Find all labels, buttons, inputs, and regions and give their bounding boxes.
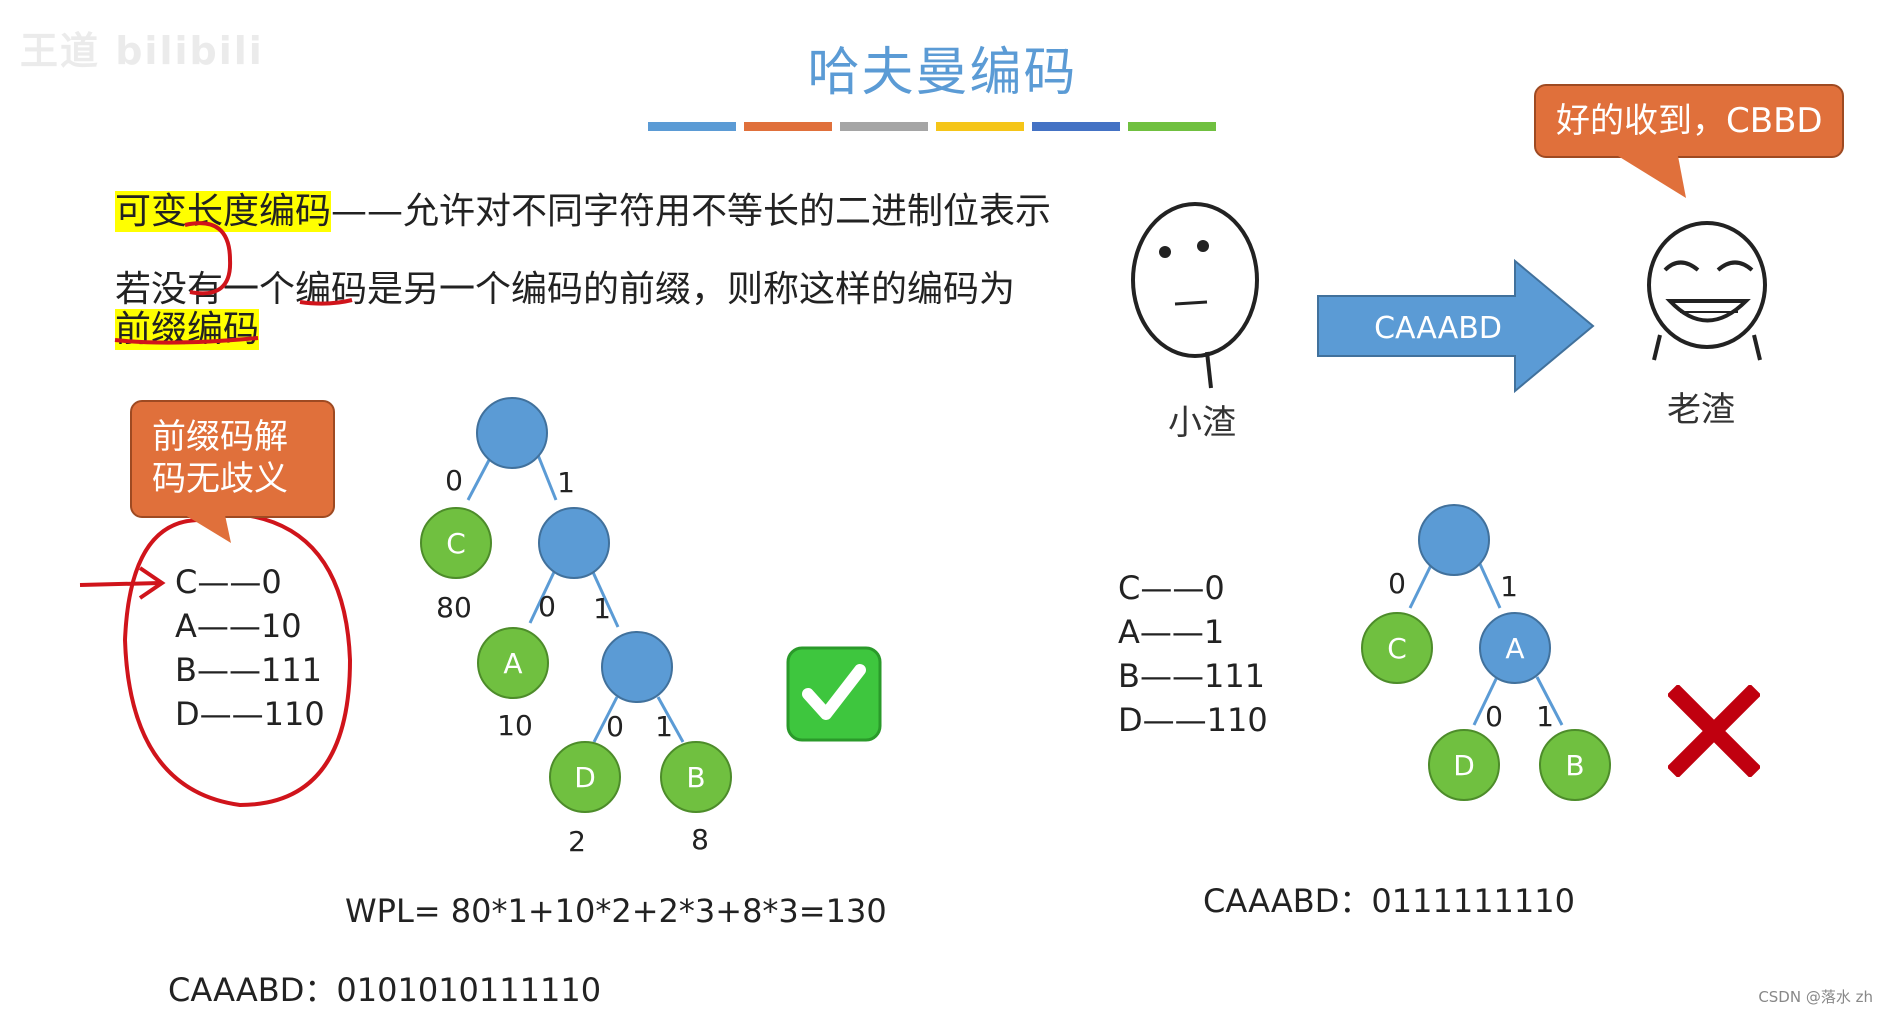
right-edge-a-b	[1535, 676, 1564, 726]
left-edge-n2-n4	[590, 569, 620, 628]
right-node-c	[1361, 612, 1433, 684]
bubble-left-line2: 码无歧义	[152, 459, 288, 499]
left-edge-label-1a: 1	[557, 466, 575, 499]
left-weight-a: 10	[497, 709, 533, 742]
divider-seg-1	[648, 122, 736, 131]
divider-seg-2	[744, 122, 832, 131]
right-node-c-label: C	[1387, 632, 1407, 665]
right-edge-a-d	[1472, 676, 1499, 726]
prefix-def-line: 若没有一个编码是另一个编码的前缀，则称这样的编码为	[115, 269, 1016, 310]
bubble-left-line1: 前缀码解	[152, 417, 288, 457]
right-edge-label-0b: 0	[1485, 700, 1503, 733]
bubble-left-tail	[185, 515, 231, 543]
divider-seg-4	[936, 122, 1024, 131]
left-node-c-label: C	[446, 527, 466, 560]
left-node-a-label: A	[503, 647, 522, 680]
right-node-root	[1418, 504, 1490, 576]
circle-mark-meiyou	[184, 221, 233, 296]
right-code-list: C——0 A——1 B——111 D——110	[1118, 566, 1268, 742]
page-title: 哈夫曼编码	[807, 43, 1078, 103]
circle-codes	[122, 513, 353, 808]
left-code-c: C——0	[175, 563, 282, 601]
right-node-d	[1428, 729, 1500, 801]
bubble-right-tail	[1618, 156, 1686, 198]
left-code-d: D——110	[175, 695, 325, 733]
receiver-face-icon	[1647, 221, 1767, 361]
arrow-text: CAAABD	[1374, 311, 1502, 346]
left-edge-label-0c: 0	[606, 710, 624, 743]
underline-prefix-term	[114, 336, 259, 345]
divider-seg-3	[840, 122, 928, 131]
right-node-a-label: A	[1505, 632, 1524, 665]
sender-label: 小渣	[1168, 403, 1236, 443]
right-code-b: B——111	[1118, 657, 1266, 695]
left-code-list: C——0 A——10 B——111 D——110	[175, 560, 325, 736]
transmit-arrow: CAAABD	[1317, 258, 1595, 394]
right-code-d: D——110	[1118, 701, 1268, 739]
left-weight-d: 2	[568, 825, 586, 858]
definition-line: 可变长度编码——允许对不同字符用不等长的二进制位表示	[115, 182, 1051, 234]
left-code-b: B——111	[175, 651, 323, 689]
definition-term: 可变长度编码	[115, 191, 332, 232]
left-edge-n4-b	[656, 696, 685, 743]
left-edge-n4-d	[592, 696, 619, 743]
left-encoding: CAAABD：0101010111110	[168, 971, 602, 1009]
underline-bianma	[299, 298, 353, 306]
left-edge-label-1b: 1	[593, 592, 611, 625]
bubble-prefix-unambiguous: 前缀码解 码无歧义	[130, 400, 335, 518]
right-edge-label-1a: 1	[1500, 570, 1518, 603]
divider-seg-6	[1128, 122, 1216, 131]
check-icon	[786, 646, 882, 742]
right-encoding: CAAABD：0111111110	[1203, 882, 1575, 920]
left-edge-label-0a: 0	[445, 464, 463, 497]
right-node-d-label: D	[1453, 749, 1475, 782]
left-node-b-label: B	[686, 761, 705, 794]
watermark: 王道 bilibili	[20, 29, 264, 73]
wpl-formula: WPL= 80*1+10*2+2*3+8*3=130	[345, 892, 887, 930]
definition-rest: ——允许对不同字符用不等长的二进制位表示	[331, 191, 1052, 232]
csdn-credit: CSDN @落水 zh	[1758, 988, 1873, 1006]
left-edge-label-1c: 1	[655, 710, 673, 743]
right-code-c: C——0	[1118, 569, 1225, 607]
left-node-root	[476, 397, 548, 469]
arrow-pointer-icon	[79, 566, 166, 600]
title-divider	[648, 122, 1216, 131]
left-weight-c: 80	[436, 591, 472, 624]
left-node-n2	[538, 507, 610, 579]
bubble-received: 好的收到，CBBD	[1534, 84, 1844, 158]
divider-seg-5	[1032, 122, 1120, 131]
left-node-d-label: D	[574, 761, 596, 794]
left-node-d	[549, 741, 621, 813]
left-edge-label-0b: 0	[538, 590, 556, 623]
receiver-label: 老渣	[1667, 390, 1735, 430]
right-edge-label-0a: 0	[1388, 567, 1406, 600]
right-code-a: A——1	[1118, 613, 1225, 651]
cross-icon	[1668, 685, 1760, 777]
sender-face-icon	[1131, 202, 1259, 389]
left-edge-n2-a	[528, 569, 557, 624]
left-code-a: A——10	[175, 607, 302, 645]
right-edge-label-1b: 1	[1536, 700, 1554, 733]
left-weight-b: 8	[691, 823, 709, 856]
left-node-n4	[601, 631, 673, 703]
right-node-a	[1479, 612, 1551, 684]
right-node-b	[1539, 729, 1611, 801]
left-node-b	[660, 741, 732, 813]
left-node-a	[477, 627, 549, 699]
left-node-c	[420, 507, 492, 579]
right-node-b-label: B	[1565, 749, 1584, 782]
